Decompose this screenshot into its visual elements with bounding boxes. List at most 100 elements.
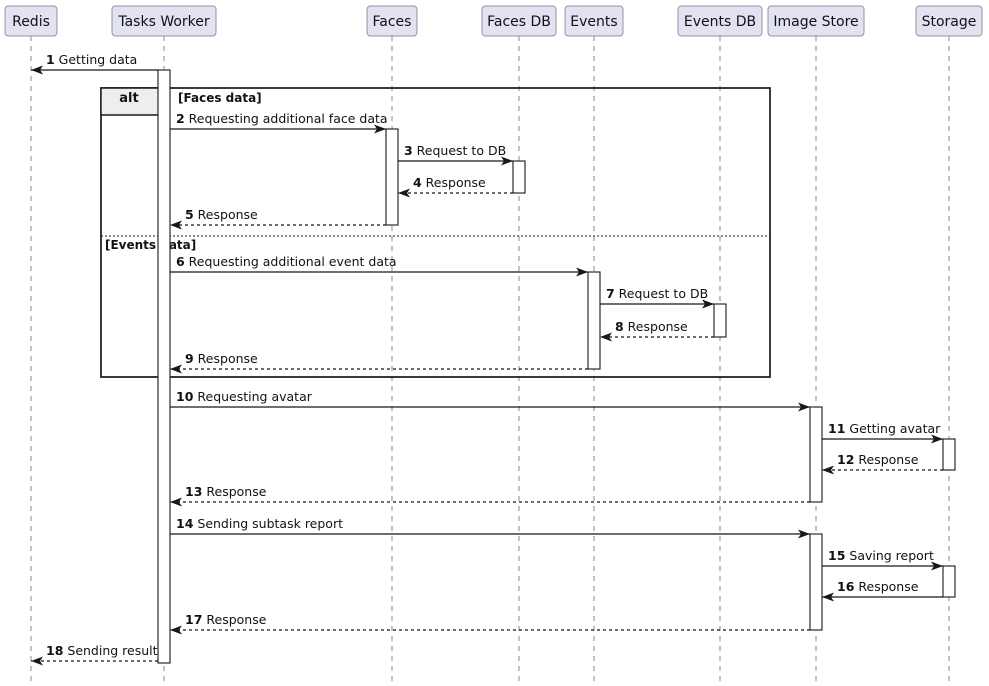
message-label: 2 Requesting additional face data bbox=[176, 111, 388, 126]
message-label: 13 Response bbox=[185, 484, 267, 499]
message-number: 14 bbox=[176, 516, 194, 531]
message-arrowhead bbox=[822, 592, 834, 602]
activation-image-store-5 bbox=[809, 406, 823, 503]
participant-box bbox=[677, 5, 763, 37]
alt-frame-border bbox=[100, 87, 771, 378]
message-11: 11 Getting avatar bbox=[822, 421, 943, 444]
message-label: 11 Getting avatar bbox=[828, 421, 941, 436]
message-number: 17 bbox=[185, 612, 202, 627]
participant-box bbox=[111, 5, 217, 37]
participant-label: Storage bbox=[922, 14, 977, 30]
message-number: 4 bbox=[413, 175, 422, 190]
message-number: 18 bbox=[46, 643, 63, 658]
message-arrowhead bbox=[931, 561, 943, 571]
message-label: 8 Response bbox=[615, 319, 688, 334]
participant-box bbox=[4, 5, 58, 37]
message-text: Request to DB bbox=[413, 143, 506, 158]
message-text: Saving report bbox=[845, 548, 934, 563]
message-arrowhead bbox=[501, 156, 513, 166]
message-label: 3 Request to DB bbox=[404, 143, 506, 158]
participant-box bbox=[481, 5, 557, 37]
message-text: Response bbox=[202, 612, 266, 627]
message-text: Response bbox=[202, 484, 266, 499]
message-7: 7 Request to DB bbox=[600, 286, 714, 309]
participant-tasks-worker: Tasks Worker bbox=[111, 5, 217, 37]
message-label: 9 Response bbox=[185, 351, 258, 366]
message-18: 18 Sending result bbox=[31, 643, 158, 666]
alt-guard-1: [Events data] bbox=[105, 238, 196, 252]
message-arrowhead bbox=[170, 625, 182, 635]
message-number: 3 bbox=[404, 143, 413, 158]
message-label: 14 Sending subtask report bbox=[176, 516, 343, 531]
message-text: Response bbox=[624, 319, 688, 334]
message-arrowhead bbox=[931, 434, 943, 444]
message-text: Getting data bbox=[55, 52, 138, 67]
message-arrowhead bbox=[398, 188, 410, 198]
message-label: 18 Sending result bbox=[46, 643, 158, 658]
participant-image-store: Image Store bbox=[767, 5, 865, 37]
message-number: 2 bbox=[176, 111, 185, 126]
message-label: 7 Request to DB bbox=[606, 286, 708, 301]
participant-faces-db: Faces DB bbox=[481, 5, 557, 37]
message-label: 5 Response bbox=[185, 207, 258, 222]
message-5: 5 Response bbox=[170, 207, 386, 230]
message-number: 9 bbox=[185, 351, 194, 366]
message-text: Requesting additional face data bbox=[185, 111, 388, 126]
message-16: 16 Response bbox=[822, 579, 943, 602]
message-number: 7 bbox=[606, 286, 615, 301]
message-number: 16 bbox=[837, 579, 855, 594]
message-text: Response bbox=[194, 351, 258, 366]
participant-box bbox=[366, 5, 418, 37]
message-arrowhead bbox=[576, 267, 588, 277]
participant-label: Redis bbox=[12, 14, 50, 30]
message-3: 3 Request to DB bbox=[398, 143, 513, 166]
message-14: 14 Sending subtask report bbox=[170, 516, 810, 539]
message-9: 9 Response bbox=[170, 351, 588, 374]
message-17: 17 Response bbox=[170, 612, 810, 635]
participant-box bbox=[915, 5, 983, 37]
message-text: Response bbox=[854, 579, 918, 594]
message-12: 12 Response bbox=[822, 452, 943, 475]
participant-box bbox=[767, 5, 865, 37]
activation-events-3 bbox=[587, 271, 601, 370]
message-number: 10 bbox=[176, 389, 194, 404]
message-arrowhead bbox=[170, 497, 182, 507]
participant-label: Image Store bbox=[773, 14, 858, 30]
message-15: 15 Saving report bbox=[822, 548, 943, 571]
message-text: Requesting avatar bbox=[193, 389, 312, 404]
message-text: Getting avatar bbox=[845, 421, 941, 436]
message-label: 17 Response bbox=[185, 612, 267, 627]
message-4: 4 Response bbox=[398, 175, 513, 198]
message-arrowhead bbox=[170, 220, 182, 230]
message-arrowhead bbox=[374, 124, 386, 134]
message-arrowhead bbox=[822, 465, 834, 475]
participant-redis: Redis bbox=[4, 5, 58, 37]
message-number: 6 bbox=[176, 254, 185, 269]
activation-tasks-worker-0 bbox=[157, 69, 171, 664]
message-label: 4 Response bbox=[413, 175, 486, 190]
message-arrowhead bbox=[798, 529, 810, 539]
message-number: 11 bbox=[828, 421, 845, 436]
message-label: 6 Requesting additional event data bbox=[176, 254, 397, 269]
participant-label: Tasks Worker bbox=[117, 14, 210, 30]
message-text: Response bbox=[194, 207, 258, 222]
participant-faces: Faces bbox=[366, 5, 418, 37]
message-arrowhead bbox=[600, 332, 612, 342]
participant-label: Faces bbox=[373, 14, 412, 30]
message-2: 2 Requesting additional face data bbox=[170, 111, 388, 134]
message-label: 15 Saving report bbox=[828, 548, 934, 563]
participant-events-db: Events DB bbox=[677, 5, 763, 37]
activation-faces-db-2 bbox=[512, 160, 526, 194]
activation-faces-1 bbox=[385, 128, 399, 226]
message-text: Sending subtask report bbox=[193, 516, 343, 531]
message-arrowhead bbox=[31, 656, 43, 666]
participant-label: Faces DB bbox=[487, 14, 551, 30]
message-text: Request to DB bbox=[615, 286, 708, 301]
activation-storage-6 bbox=[942, 438, 956, 471]
message-number: 1 bbox=[46, 52, 55, 67]
message-13: 13 Response bbox=[170, 484, 810, 507]
participant-box bbox=[564, 5, 624, 37]
participant-label: Events bbox=[570, 14, 617, 30]
